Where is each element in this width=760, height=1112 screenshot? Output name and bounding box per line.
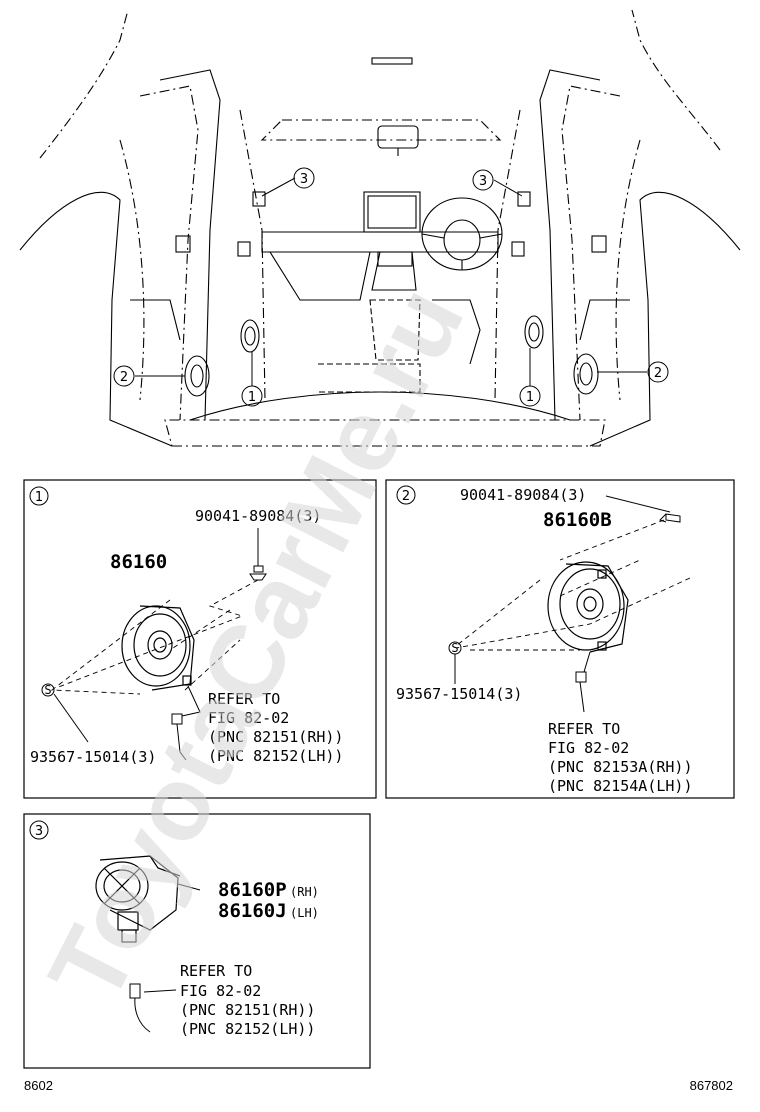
callout-3-left-label: 3 <box>300 172 308 187</box>
panel-3-suffix-rh: (RH) <box>290 885 319 899</box>
panel-3-refer-line-3: (PNC 82151(RH)) <box>180 1001 315 1019</box>
callout-2-left-label: 2 <box>120 370 128 385</box>
callout-3-right-label: 3 <box>479 174 487 189</box>
panel-1-clip-label: 93567-15014(3) <box>30 748 156 766</box>
panel-3-refer-line-2: FIG 82-02 <box>180 982 261 1000</box>
panel-2-part-number: 86160B <box>543 509 612 531</box>
svg-text:S: S <box>451 641 458 655</box>
overview-speaker-front-right <box>524 315 544 349</box>
panel-2-badge: 2 <box>402 489 410 504</box>
panel-1-refer-line-1: REFER TO <box>208 690 280 708</box>
callout-2-left <box>113 365 135 387</box>
overview-tweeter-left <box>252 191 266 207</box>
panel-1-refer-line-4: (PNC 82152(LH)) <box>208 747 343 765</box>
overview-speaker-front-left <box>240 319 260 353</box>
panel-1-part-number: 86160 <box>110 551 167 573</box>
overview-tweeter-right <box>517 191 531 207</box>
callout-1-left-label: 1 <box>248 390 256 405</box>
footer-left-code: 8602 <box>24 1078 53 1093</box>
panel-2-screw-label: 90041-89084(3) <box>460 486 586 504</box>
panel-1-screw-label: 90041-89084(3) <box>195 507 321 525</box>
panel-2-clip-label: 93567-15014(3) <box>396 685 522 703</box>
panel-1-refer-line-3: (PNC 82151(RH)) <box>208 728 343 746</box>
panel-2-refer-line-3: (PNC 82153A(RH)) <box>548 758 693 776</box>
connector-icon <box>171 685 201 761</box>
panel-1: 1 90041-89084(3) 86160 S <box>23 479 377 799</box>
panel-3-suffix-lh: (LH) <box>290 906 319 920</box>
panel-3-refer-line-1: REFER TO <box>180 962 252 980</box>
mounting-lines <box>50 579 259 695</box>
callout-2-right-label: 2 <box>654 366 662 381</box>
panel-1-refer-line-2: FIG 82-02 <box>208 709 289 727</box>
panel-3-badge: 3 <box>35 824 43 839</box>
panel-3-refer-line-4: (PNC 82152(LH)) <box>180 1020 315 1038</box>
clip-icon: S <box>41 683 89 743</box>
callout-3-left <box>293 167 315 189</box>
speaker-icon <box>547 561 629 653</box>
panel-2: 2 90041-89084(3) 86160B S <box>385 479 735 799</box>
mounting-lines <box>455 519 691 651</box>
callout-1-left <box>241 385 263 407</box>
overview-speaker-rear-left <box>184 355 210 397</box>
callout-1-right <box>519 385 541 407</box>
overview-speaker-rear-right <box>573 353 599 395</box>
clip-icon: S <box>448 641 462 684</box>
callout-2-right <box>647 361 669 383</box>
tweeter-icon <box>95 855 181 943</box>
callout-3-right <box>472 169 494 191</box>
panel-3: 3 86160P (RH) 86160J (LH) REFER TO FIG 8… <box>23 813 371 1069</box>
connector-icon <box>129 983 177 1033</box>
panel-2-refer-line-4: (PNC 82154A(LH)) <box>548 777 693 795</box>
panel-1-badge: 1 <box>35 490 43 505</box>
connector-icon <box>575 651 591 713</box>
svg-text:S: S <box>44 683 51 697</box>
panel-3-part-number-rh: 86160P <box>218 879 287 901</box>
screw-icon <box>659 513 681 523</box>
footer-right-code: 867802 <box>690 1078 733 1093</box>
screw-icon <box>249 528 267 581</box>
speaker-icon <box>121 605 195 691</box>
panel-2-refer-line-1: REFER TO <box>548 720 620 738</box>
panel-2-refer-line-2: FIG 82-02 <box>548 739 629 757</box>
overview-callouts <box>113 167 669 407</box>
callout-1-right-label: 1 <box>526 390 534 405</box>
vehicle-interior-overview <box>19 9 741 447</box>
panel-3-part-number-lh: 86160J <box>218 900 287 922</box>
